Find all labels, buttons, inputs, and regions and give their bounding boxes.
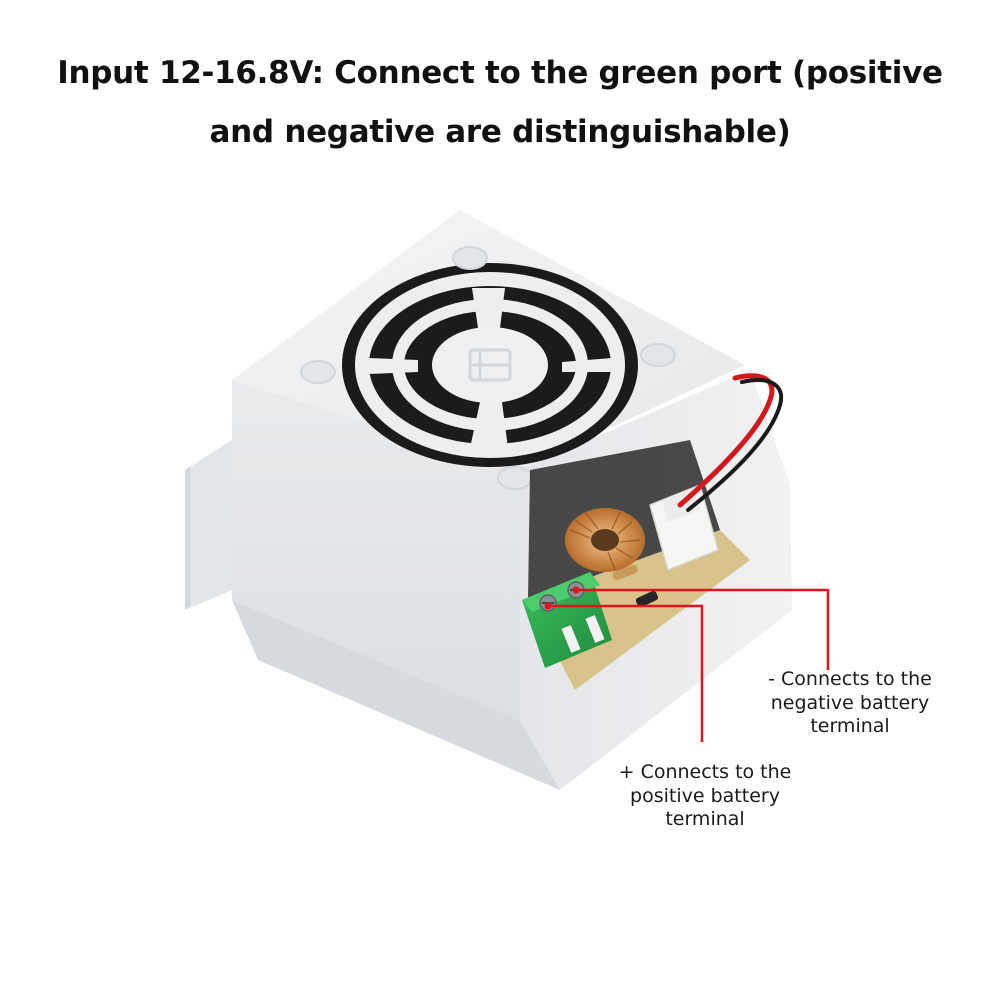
- case-left-flange-edge: [185, 467, 190, 610]
- leader-line-positive: [548, 604, 704, 742]
- leader-dot-positive: [544, 602, 552, 610]
- fan-wire-black: [686, 378, 784, 512]
- screw-boss: [497, 466, 533, 490]
- terminal-slot: [561, 625, 581, 653]
- callout-negative-line-3: terminal: [810, 715, 890, 737]
- screw-boss: [452, 246, 488, 270]
- callout-positive-line-3: terminal: [665, 808, 745, 830]
- fan-spoke: [368, 358, 418, 374]
- resistor: [612, 564, 638, 581]
- leader-line-negative: [576, 588, 830, 670]
- inductor-core: [591, 529, 619, 551]
- headline-line-2: and negative are distinguishable): [209, 114, 791, 150]
- case-left-flange: [185, 440, 232, 610]
- cooling-fan: [300, 246, 676, 490]
- leader-dot-negative: [572, 586, 580, 594]
- fan-spoke: [470, 402, 508, 448]
- diode: [635, 590, 659, 608]
- fan-wire-red: [677, 373, 775, 508]
- screw-boss: [300, 360, 336, 384]
- screw-boss: [640, 343, 676, 367]
- callout-positive-line-1: + Connects to the: [618, 761, 792, 783]
- case-bottom-lip: [232, 600, 560, 790]
- fan-spoke: [472, 288, 505, 328]
- fan-ring-outer: [355, 272, 625, 458]
- terminal-slot: [585, 615, 605, 643]
- callout-negative-line-1: - Connects to the: [768, 668, 932, 690]
- fan-spoke: [562, 358, 612, 372]
- fan-logo-icon: [468, 348, 512, 382]
- coil-windings: [569, 511, 641, 571]
- callout-positive-line-2: positive battery: [630, 784, 780, 807]
- callout-negative-line-2: negative battery: [770, 691, 930, 714]
- callout-negative: - Connects to the negative battery termi…: [745, 668, 955, 739]
- callout-positive: + Connects to the positive battery termi…: [600, 761, 810, 832]
- headline-line-1: Input 12-16.8V: Connect to the green por…: [57, 55, 943, 91]
- headline: Input 12-16.8V: Connect to the green por…: [0, 44, 1000, 162]
- case-front-face: [232, 380, 520, 720]
